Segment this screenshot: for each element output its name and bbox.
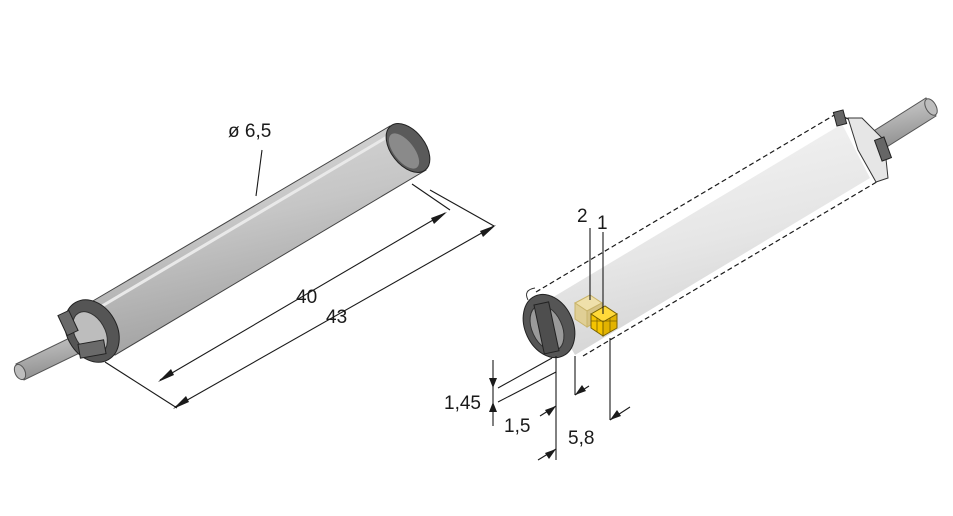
dim-1-5 — [539, 385, 590, 417]
ext-line-inner-rear — [411, 183, 451, 211]
right-sensor-view: 2 1 1,45 1,5 5,8 — [444, 97, 938, 461]
dim-1-45-label: 1,45 — [444, 393, 481, 414]
left-sensor-view: ø 6,5 40 43 — [13, 121, 496, 409]
callout-1-label: 1 — [597, 213, 608, 234]
right-front-cap — [522, 287, 576, 359]
dim-5-8 — [537, 406, 631, 461]
dim-43 — [173, 225, 496, 409]
ext-line-145-b — [497, 371, 557, 403]
dim-1-45 — [489, 360, 497, 426]
dim-43-label: 43 — [326, 307, 347, 328]
right-cable — [871, 97, 938, 151]
left-rear-cap — [385, 123, 431, 173]
callout-2-label: 2 — [577, 206, 588, 227]
ext-line-145-a — [497, 357, 553, 389]
dim-1-5-label: 1,5 — [504, 416, 530, 437]
left-front-cap — [57, 299, 120, 363]
dim-40-label: 40 — [296, 287, 317, 308]
dim-40 — [158, 212, 447, 382]
led-1-yellow — [590, 305, 618, 337]
diameter-label: ø 6,5 — [228, 121, 271, 142]
diameter-leader-line — [255, 149, 263, 197]
ext-line-front — [104, 361, 178, 409]
ext-line-rear — [429, 189, 495, 227]
left-tube-body — [85, 125, 427, 356]
right-rear-cap — [832, 109, 893, 183]
dim-5-8-label: 5,8 — [568, 428, 594, 449]
